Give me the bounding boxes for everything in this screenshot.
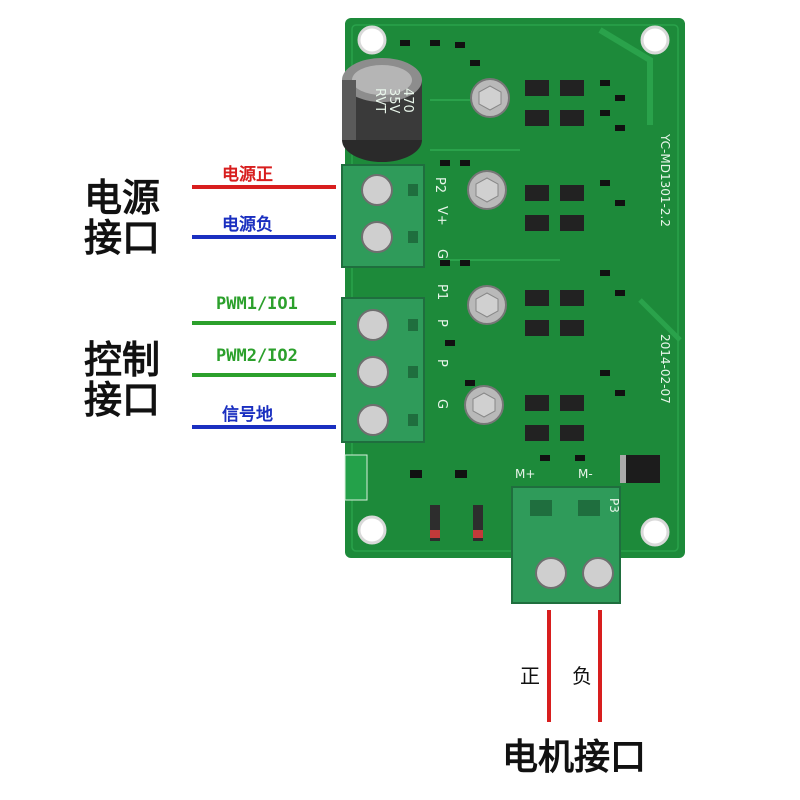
led-1 bbox=[430, 505, 440, 541]
motor-interface-title: 电机接口 bbox=[502, 737, 647, 778]
silk-g1: G bbox=[434, 249, 449, 259]
screw-3 bbox=[467, 285, 507, 325]
pcb-board bbox=[345, 18, 685, 558]
silk-p-b: P bbox=[434, 359, 449, 367]
control-interface-title-line1: 控制 bbox=[84, 338, 161, 382]
silk-p2: P2 bbox=[432, 177, 447, 193]
label-power-negative: 电源负 bbox=[222, 215, 273, 235]
silk-p-a: P bbox=[434, 319, 449, 327]
mount-hole-top-left bbox=[357, 25, 387, 55]
label-motor-negative: 负 bbox=[572, 664, 592, 688]
control-interface-title-line2: 接口 bbox=[84, 378, 161, 422]
silk-mminus: M- bbox=[578, 467, 593, 481]
capacitor bbox=[342, 58, 422, 162]
label-signal-gnd: 信号地 bbox=[222, 405, 273, 425]
control-interface-title: 控制 接口 bbox=[84, 340, 160, 420]
mosfet-cluster-2 bbox=[525, 185, 584, 231]
silk-cap-line2: 35V bbox=[386, 88, 401, 114]
power-interface-title: 电源 接口 bbox=[84, 178, 160, 258]
silk-cap-line1: 470 bbox=[400, 88, 415, 113]
silk-p1: P1 bbox=[434, 284, 449, 300]
label-pwm1: PWM1/IO1 bbox=[216, 294, 298, 314]
maker-logo bbox=[344, 454, 368, 501]
silk-cap-line3: RVT bbox=[372, 88, 387, 113]
silk-date: 2014-02-07 bbox=[658, 334, 672, 404]
control-terminal bbox=[341, 297, 425, 443]
silk-mplus: M+ bbox=[515, 467, 535, 481]
screw-2 bbox=[467, 170, 507, 210]
label-power-positive: 电源正 bbox=[222, 165, 273, 185]
label-pwm2: PWM2/IO2 bbox=[216, 346, 298, 366]
mount-hole-bottom-right bbox=[640, 517, 670, 547]
mosfet-cluster-4 bbox=[525, 395, 584, 441]
silk-vplus: V+ bbox=[434, 206, 449, 226]
led-2 bbox=[473, 505, 483, 541]
mosfet-cluster-3 bbox=[525, 290, 584, 336]
mount-hole-top-right bbox=[640, 25, 670, 55]
power-interface-title-line2: 接口 bbox=[84, 216, 161, 260]
motor-terminal bbox=[511, 486, 621, 604]
mosfet-cluster-1 bbox=[525, 80, 584, 126]
screw-4 bbox=[464, 385, 504, 425]
smd-passives bbox=[400, 40, 625, 478]
silk-model: YC-MD1301-2.2 bbox=[658, 133, 672, 227]
power-interface-title-line1: 电源 bbox=[84, 176, 161, 220]
label-motor-positive: 正 bbox=[520, 664, 540, 688]
mount-hole-bottom-left bbox=[357, 515, 387, 545]
silk-g2: G bbox=[434, 399, 449, 409]
diode-d1 bbox=[620, 455, 660, 483]
screw-1 bbox=[470, 78, 510, 118]
power-terminal bbox=[341, 164, 425, 268]
silk-p3: P3 bbox=[607, 498, 621, 513]
